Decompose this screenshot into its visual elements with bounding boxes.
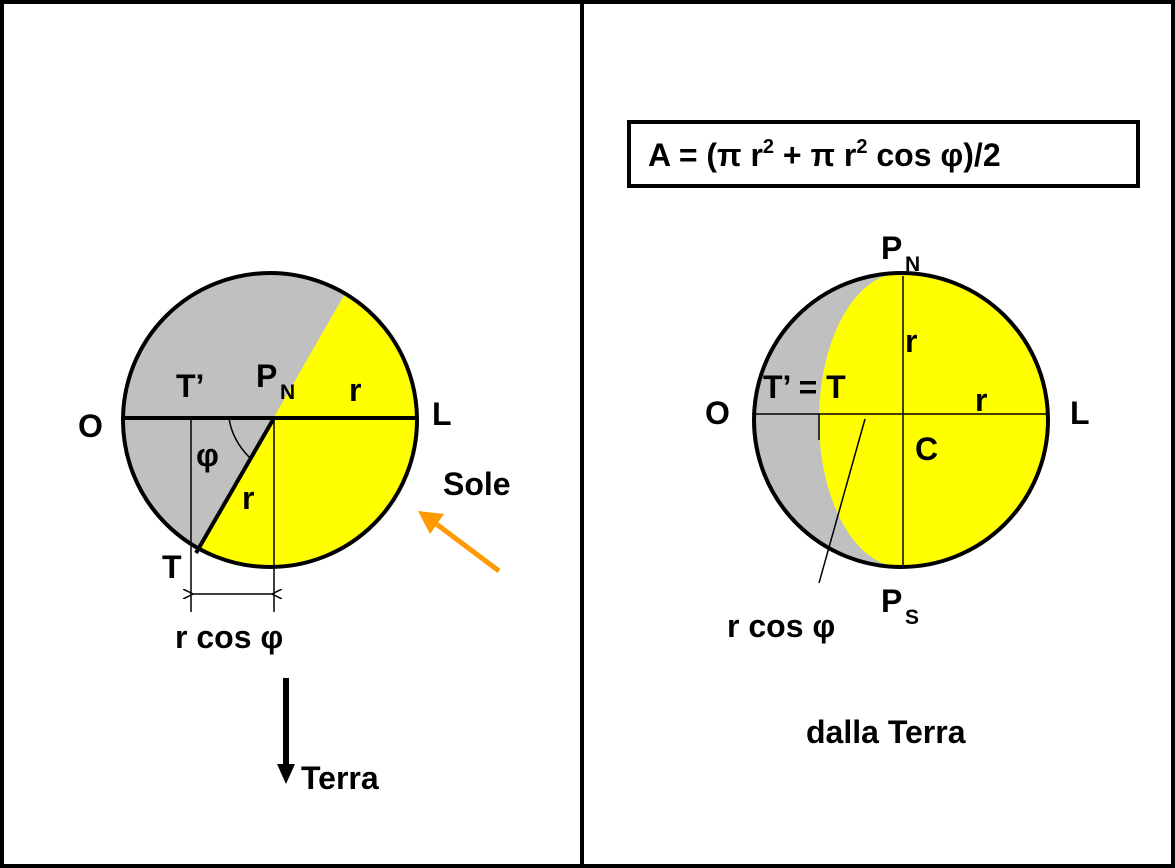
left-label-t: T: [162, 549, 182, 585]
right-label-west: O: [705, 395, 730, 431]
formula-part-2: + π r: [774, 137, 856, 173]
left-label-earth: Terra: [301, 760, 379, 796]
right-moon-outline: [752, 271, 1050, 569]
left-label-t-prime: T’: [176, 368, 204, 404]
right-label-ps: P: [881, 583, 902, 619]
right-label-r-vertical: r: [905, 323, 917, 359]
formula-text: A = (π r2 + π r2 cos φ)/2: [648, 136, 1001, 173]
left-moon-disc: [123, 273, 417, 567]
right-r-cos-phi-leader: [818, 418, 866, 584]
right-label-ps-sub: S: [905, 606, 919, 629]
left-label-r-diagonal: r: [242, 480, 254, 516]
left-label-p: P: [256, 358, 277, 394]
left-label-r-cos-phi: r cos φ: [175, 619, 283, 655]
right-caption: dalla Terra: [806, 714, 966, 750]
formula-exponent-1: 2: [763, 136, 774, 158]
right-label-center: C: [915, 431, 938, 467]
earth-direction-arrow: [277, 678, 295, 784]
right-label-pn: P: [881, 230, 902, 266]
formula-part-1: A = (π r: [648, 137, 763, 173]
sun-direction-arrow: [418, 511, 501, 573]
right-label-pn-sub: N: [905, 253, 920, 276]
right-label-t-prime-eq-t: T’ = T: [763, 369, 846, 405]
left-label-r-horizontal: r: [349, 372, 361, 408]
left-label-phi: φ: [196, 437, 219, 473]
right-label-east: L: [1070, 395, 1090, 431]
left-phi-angle-arc: [228, 417, 251, 459]
formula-box: [627, 120, 1140, 188]
formula-part-3: cos φ)/2: [867, 137, 1000, 173]
left-label-east: L: [432, 396, 452, 432]
formula-exponent-2: 2: [856, 136, 867, 158]
right-panel: A = (π r2 + π r2 cos φ)/2 P N r T’ = T r…: [627, 120, 1140, 750]
right-moon-disc: [754, 273, 1048, 567]
left-panel: O L T’ P N r φ r T Sole r cos φ Terra: [78, 271, 511, 796]
left-label-west: O: [78, 408, 103, 444]
right-label-r-horizontal: r: [975, 382, 987, 418]
right-label-r-cos-phi: r cos φ: [727, 608, 835, 644]
left-label-p-sub: N: [280, 381, 295, 404]
left-label-sun: Sole: [443, 466, 511, 502]
left-radius-to-t: [194, 416, 276, 555]
